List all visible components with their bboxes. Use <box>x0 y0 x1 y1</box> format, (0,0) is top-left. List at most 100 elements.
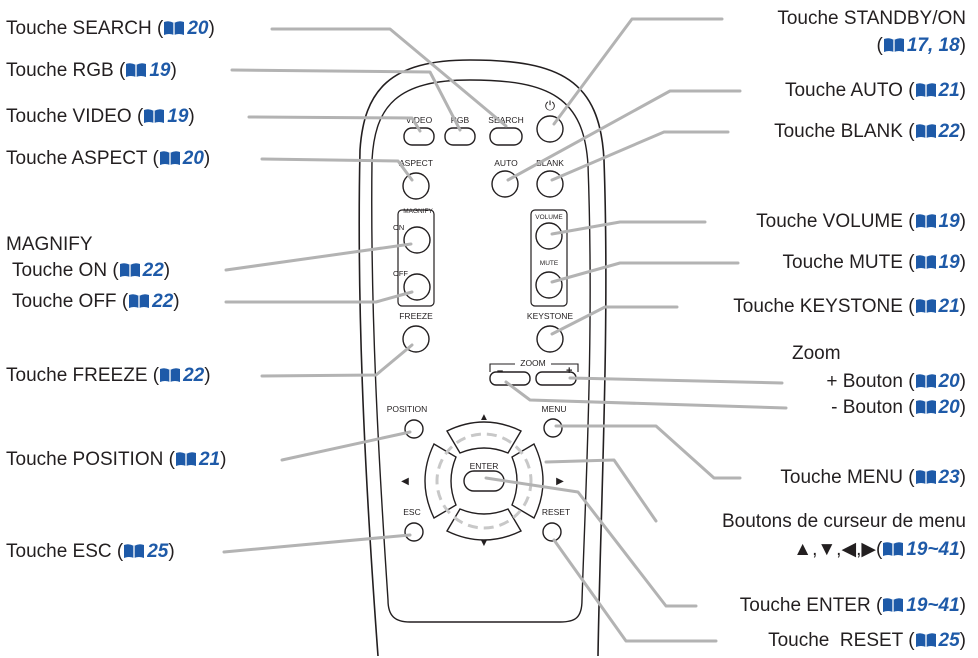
remote-body-outer <box>358 59 607 657</box>
search-button-shape[interactable] <box>489 127 523 146</box>
label-rgb: Touche RGB (19) <box>6 60 177 81</box>
leader-auto <box>506 89 742 182</box>
book-icon <box>883 598 904 612</box>
book-icon <box>159 151 180 165</box>
label-cursor: Boutons de curseur de menu <box>722 511 966 532</box>
blank-button-shape[interactable] <box>536 170 564 198</box>
zoom-plus-symbol: + <box>566 365 572 377</box>
aspect-button-shape[interactable] <box>402 172 430 200</box>
book-icon <box>144 109 165 123</box>
book-icon <box>915 299 936 313</box>
leader-enter <box>484 476 698 608</box>
reset-button-label: RESET <box>542 507 570 517</box>
auto-button-shape[interactable] <box>491 170 519 198</box>
cursor-right-arrow: ▶ <box>556 476 564 487</box>
volume-button-label: VOLUME <box>535 214 563 221</box>
leader-search <box>270 27 508 128</box>
cursor-dashed-ring <box>435 432 533 530</box>
label-standby: Touche STANDBY/ON <box>777 8 966 29</box>
cursor-up-arrow: ▲ <box>479 412 489 423</box>
book-icon <box>883 38 904 52</box>
aspect-button-label: ASPECT <box>399 158 433 168</box>
cursor-left-button[interactable] <box>424 443 457 519</box>
blank-button-label: BLANK <box>536 158 564 168</box>
cursor-down-button[interactable] <box>446 508 522 541</box>
rgb-button-label: RGB <box>451 115 470 125</box>
leader-magnify-on <box>224 242 413 272</box>
magnify-on-label: ON <box>393 223 404 232</box>
magnify-off-button-shape[interactable] <box>403 273 431 301</box>
leader-esc <box>222 533 412 554</box>
leader-blank <box>550 130 730 182</box>
zoom-label-bg <box>515 358 551 368</box>
book-icon <box>915 374 936 388</box>
cursor-up-button[interactable] <box>446 421 522 454</box>
book-icon <box>915 214 936 228</box>
label-auto: Touche AUTO (21) <box>784 80 966 101</box>
label-video: Touche VIDEO (19) <box>6 106 195 127</box>
book-icon <box>175 452 196 466</box>
cursor-down-arrow: ▼ <box>479 538 489 549</box>
leader-volume <box>550 220 707 236</box>
book-icon <box>915 124 936 138</box>
video-button-label: VIDEO <box>406 115 433 125</box>
directional-pad: ENTER <box>424 421 544 541</box>
book-icon <box>915 400 936 414</box>
position-button-label: POSITION <box>387 404 428 414</box>
leader-rgb <box>230 68 462 132</box>
search-button-label: SEARCH <box>488 115 523 125</box>
zoom-minus-button-shape[interactable] <box>489 371 531 386</box>
book-icon <box>129 294 150 308</box>
label-magnify-off: Touche OFF (22) <box>12 291 180 312</box>
book-icon <box>160 368 181 382</box>
label-cursor-page: ▲,▼,◀,▶(19~41) <box>793 539 966 560</box>
volume-button-shape[interactable] <box>535 222 563 250</box>
leader-zoom-minus <box>504 380 788 410</box>
leader-freeze <box>260 343 414 378</box>
label-mute: Touche MUTE (19) <box>782 252 966 273</box>
label-magnify-title: MAGNIFY <box>6 234 93 255</box>
book-icon <box>915 470 936 484</box>
position-button-shape[interactable] <box>404 419 424 439</box>
magnify-on-button-shape[interactable] <box>403 226 431 254</box>
mute-button-label: MUTE <box>540 260 559 267</box>
leader-magnify-off <box>224 290 414 304</box>
book-icon <box>124 544 145 558</box>
leader-position <box>280 430 412 462</box>
book-icon <box>883 542 904 556</box>
magnify-off-label: OFF <box>393 269 408 278</box>
label-freeze: Touche FREEZE (22) <box>6 365 211 386</box>
magnify-group-frame <box>397 209 435 307</box>
book-icon <box>126 63 147 77</box>
book-icon <box>915 83 936 97</box>
esc-button-shape[interactable] <box>404 522 424 542</box>
cursor-left-arrow: ◀ <box>401 476 409 487</box>
leader-video <box>247 115 422 133</box>
label-keystone: Touche KEYSTONE (21) <box>733 296 966 317</box>
zoom-group-label: ZOOM <box>520 358 546 368</box>
keystone-button-label: KEYSTONE <box>527 311 573 321</box>
label-esc: Touche ESC (25) <box>6 541 175 562</box>
enter-button-label: ENTER <box>470 461 499 471</box>
label-zoom-plus: + Bouton (20) <box>826 371 966 392</box>
menu-button-shape[interactable] <box>543 418 563 438</box>
reset-button-shape[interactable] <box>542 522 562 542</box>
cursor-right-button[interactable] <box>511 443 544 519</box>
leader-menu <box>554 424 742 480</box>
leader-reset <box>552 538 718 643</box>
label-search: Touche SEARCH (20) <box>6 18 215 39</box>
auto-button-label: AUTO <box>494 158 518 168</box>
volume-group-frame <box>530 209 568 307</box>
label-blank: Touche BLANK (22) <box>774 121 966 142</box>
leader-aspect <box>260 157 414 182</box>
leader-mute <box>550 261 740 284</box>
standby-button-shape[interactable] <box>536 115 564 143</box>
label-menu: Touche MENU (23) <box>780 467 966 488</box>
esc-button-label: ESC <box>403 507 420 517</box>
leader-standby <box>552 17 724 126</box>
mute-button-shape[interactable] <box>535 271 563 299</box>
freeze-button-label: FREEZE <box>399 311 433 321</box>
remote-body-inner <box>371 79 591 623</box>
